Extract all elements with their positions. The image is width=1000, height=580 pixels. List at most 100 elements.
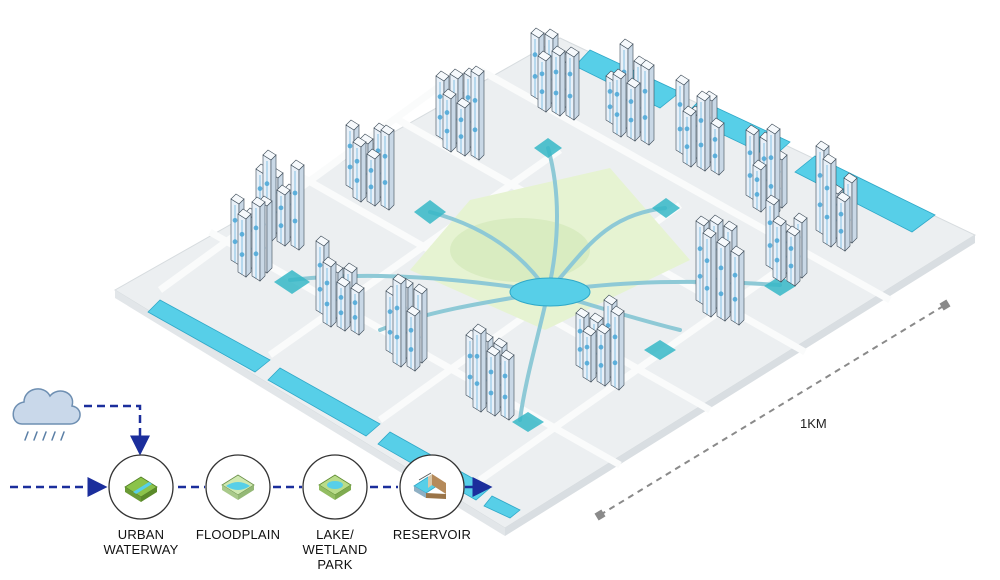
stage-label-urban-waterway-2: WATERWAY	[103, 542, 178, 557]
ground-slab-edge	[505, 235, 975, 536]
tower	[582, 325, 597, 383]
collection-node	[408, 327, 414, 333]
collection-node	[817, 202, 823, 208]
collection-node	[472, 98, 478, 103]
tower	[710, 117, 725, 176]
tower	[537, 50, 552, 113]
tower	[716, 236, 731, 322]
collection-node	[239, 252, 245, 257]
collection-node	[502, 373, 508, 379]
collection-node	[754, 192, 760, 197]
tower	[836, 191, 851, 252]
tower	[472, 323, 487, 413]
collection-node	[838, 228, 844, 234]
collection-node	[239, 231, 245, 237]
pond-west	[414, 200, 446, 224]
collection-node	[817, 173, 823, 178]
stage-label-lake-1: LAKE/	[316, 527, 354, 542]
collection-node	[474, 353, 480, 359]
tower-cluster	[815, 140, 858, 252]
collection-node	[488, 369, 494, 375]
collection-node	[532, 74, 538, 79]
tower-cluster	[530, 27, 580, 121]
collection-node	[704, 285, 710, 291]
tower	[350, 282, 365, 336]
collection-node	[232, 217, 238, 223]
collection-node	[368, 184, 374, 190]
tower-cluster	[695, 214, 745, 326]
collection-node	[732, 296, 738, 302]
lake-south-1	[147, 299, 271, 373]
tower	[406, 305, 421, 372]
tower	[276, 184, 291, 247]
stage-label-lake-2: WETLAND	[303, 542, 368, 557]
city-platform	[114, 27, 977, 536]
collection-node	[502, 394, 508, 400]
collection-node	[292, 218, 298, 224]
scale-label: 1KM	[800, 416, 827, 431]
tower	[640, 59, 655, 146]
pond-east	[652, 198, 680, 218]
tower	[470, 65, 485, 161]
tower-cluster	[345, 119, 395, 211]
collection-node	[352, 315, 358, 320]
collection-node	[382, 153, 388, 159]
collection-node	[642, 88, 648, 94]
collection-node	[354, 178, 360, 183]
collection-node	[324, 280, 330, 286]
tower	[822, 153, 837, 248]
collection-node	[539, 71, 545, 77]
scale-bar: 1KM	[594, 299, 951, 521]
collection-node	[774, 257, 780, 263]
tower-clusters	[230, 27, 858, 421]
collection-node	[747, 150, 753, 156]
collection-node	[437, 94, 443, 100]
tower	[786, 225, 801, 287]
collection-node	[387, 309, 393, 315]
collection-node	[754, 177, 760, 183]
collection-node	[788, 263, 794, 269]
collection-node	[317, 262, 323, 268]
pond-north	[534, 138, 562, 158]
collection-node	[761, 156, 767, 162]
collection-node	[684, 126, 690, 132]
stage-lake-wetland-park: LAKE/ WETLAND PARK	[302, 454, 368, 572]
collection-node	[368, 168, 374, 173]
stage-floodplain: FLOODPLAIN	[196, 454, 280, 542]
collection-node	[607, 89, 613, 94]
collection-node	[382, 180, 388, 185]
collection-node	[584, 360, 590, 366]
collection-node	[598, 344, 604, 350]
collection-node	[553, 69, 559, 75]
tower	[696, 90, 711, 172]
collection-node	[774, 238, 780, 244]
lake-south-2	[267, 367, 381, 437]
collection-node	[317, 286, 323, 292]
collection-node	[467, 374, 473, 380]
tower	[392, 273, 407, 368]
collection-node	[465, 95, 471, 100]
collection-node	[253, 251, 259, 257]
collection-node	[354, 158, 360, 164]
collection-node	[628, 117, 634, 123]
collection-node	[347, 143, 353, 149]
collection-node	[712, 153, 718, 159]
tower	[237, 208, 252, 278]
tower	[322, 256, 337, 328]
collection-node	[768, 155, 774, 161]
floodplain-icon	[221, 474, 255, 500]
tower-cluster	[435, 65, 485, 161]
collection-node	[788, 246, 794, 251]
tower	[366, 148, 381, 207]
collection-node	[408, 347, 414, 352]
collection-node	[628, 99, 634, 104]
collection-node	[697, 246, 703, 252]
collection-node	[577, 328, 583, 334]
tower	[352, 136, 367, 203]
tower	[336, 276, 351, 332]
stage-label-floodplain: FLOODPLAIN	[196, 527, 280, 542]
rain-cloud-icon	[12, 388, 81, 441]
collection-node	[264, 181, 270, 187]
tower	[752, 159, 767, 213]
tower	[486, 345, 501, 417]
